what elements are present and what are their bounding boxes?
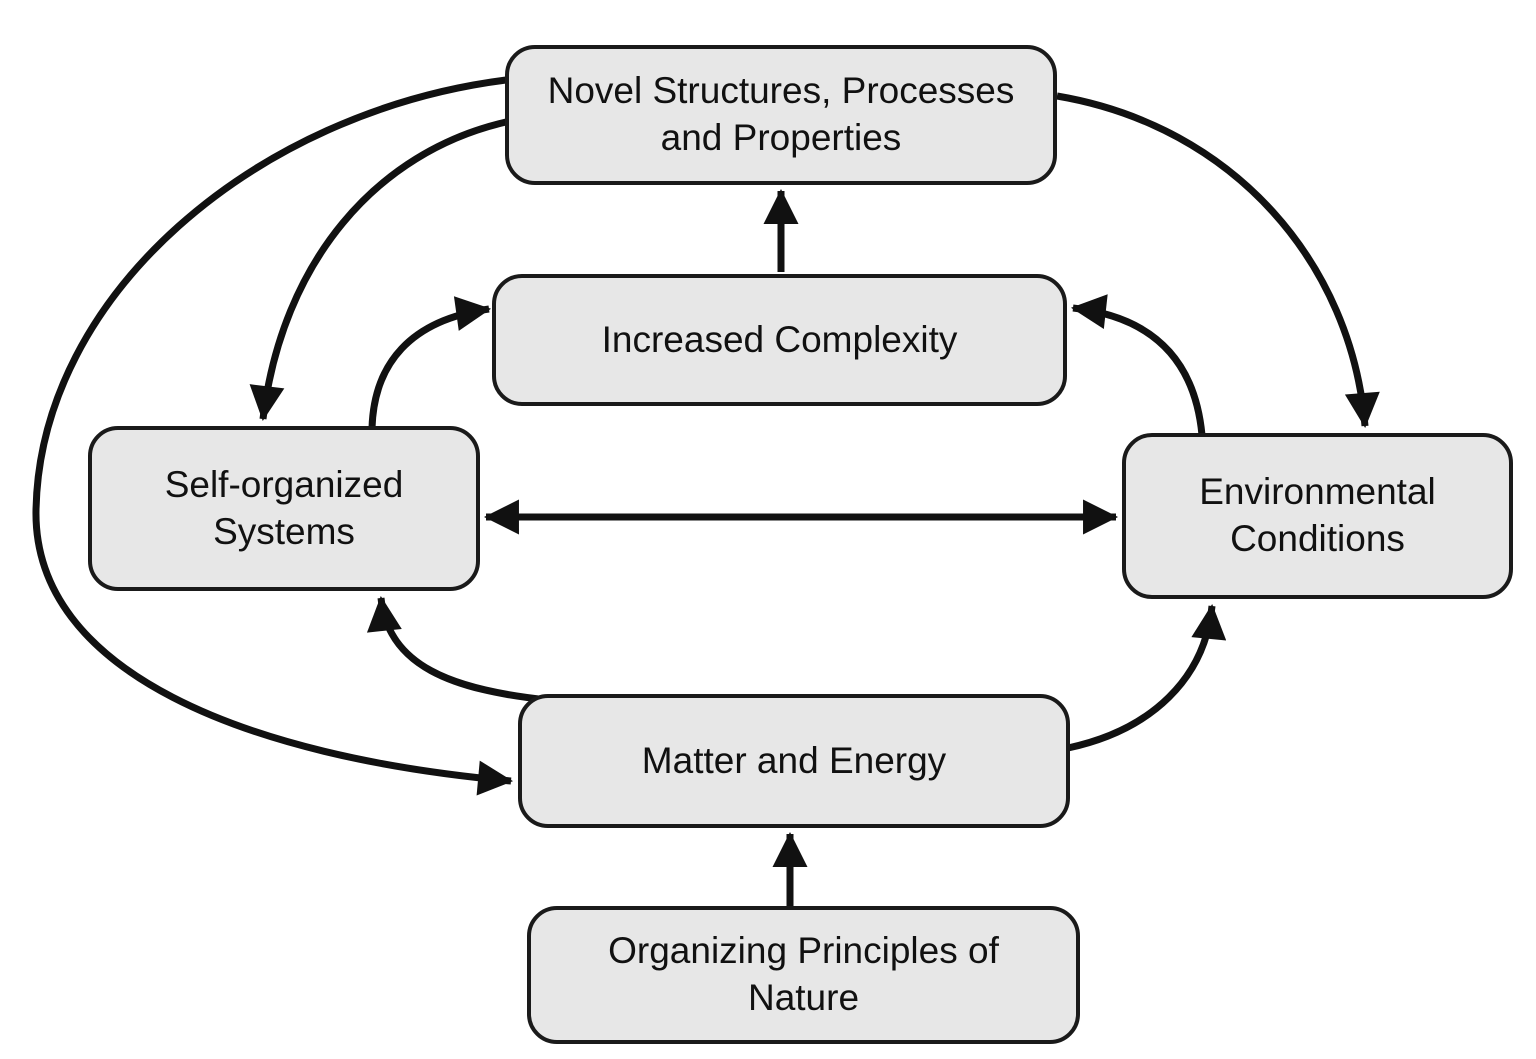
edge-novel-to-matter bbox=[32, 76, 514, 796]
node-novel-structures-label: Novel Structures, Processes and Properti… bbox=[547, 70, 1015, 158]
edge-matter-to-sos bbox=[366, 595, 549, 704]
node-environmental-conditions: Environmental Conditions bbox=[1122, 433, 1513, 599]
edge-novel-to-sos bbox=[249, 118, 507, 422]
node-matter-and-energy-label: Matter and Energy bbox=[641, 739, 947, 781]
edge-matter-to-env bbox=[1067, 603, 1227, 752]
edge-novel-to-env bbox=[1056, 92, 1380, 429]
node-increased-complexity: Increased Complexity bbox=[492, 274, 1067, 406]
node-self-organized-systems: Self-organized Systems bbox=[88, 426, 480, 591]
edge-sos-to-complexity bbox=[368, 296, 492, 429]
node-matter-and-energy: Matter and Energy bbox=[518, 694, 1070, 828]
node-self-organized-systems-label: Self-organized Systems bbox=[164, 463, 404, 552]
node-environmental-conditions-label: Environmental Conditions bbox=[1199, 471, 1436, 559]
edge-env-to-complexity bbox=[1070, 294, 1206, 436]
node-novel-structures: Novel Structures, Processes and Properti… bbox=[505, 45, 1057, 185]
node-increased-complexity-label: Increased Complexity bbox=[601, 318, 958, 360]
node-organizing-principles-label: Organizing Principles of Nature bbox=[608, 930, 999, 1018]
node-organizing-principles: Organizing Principles of Nature bbox=[527, 906, 1080, 1044]
